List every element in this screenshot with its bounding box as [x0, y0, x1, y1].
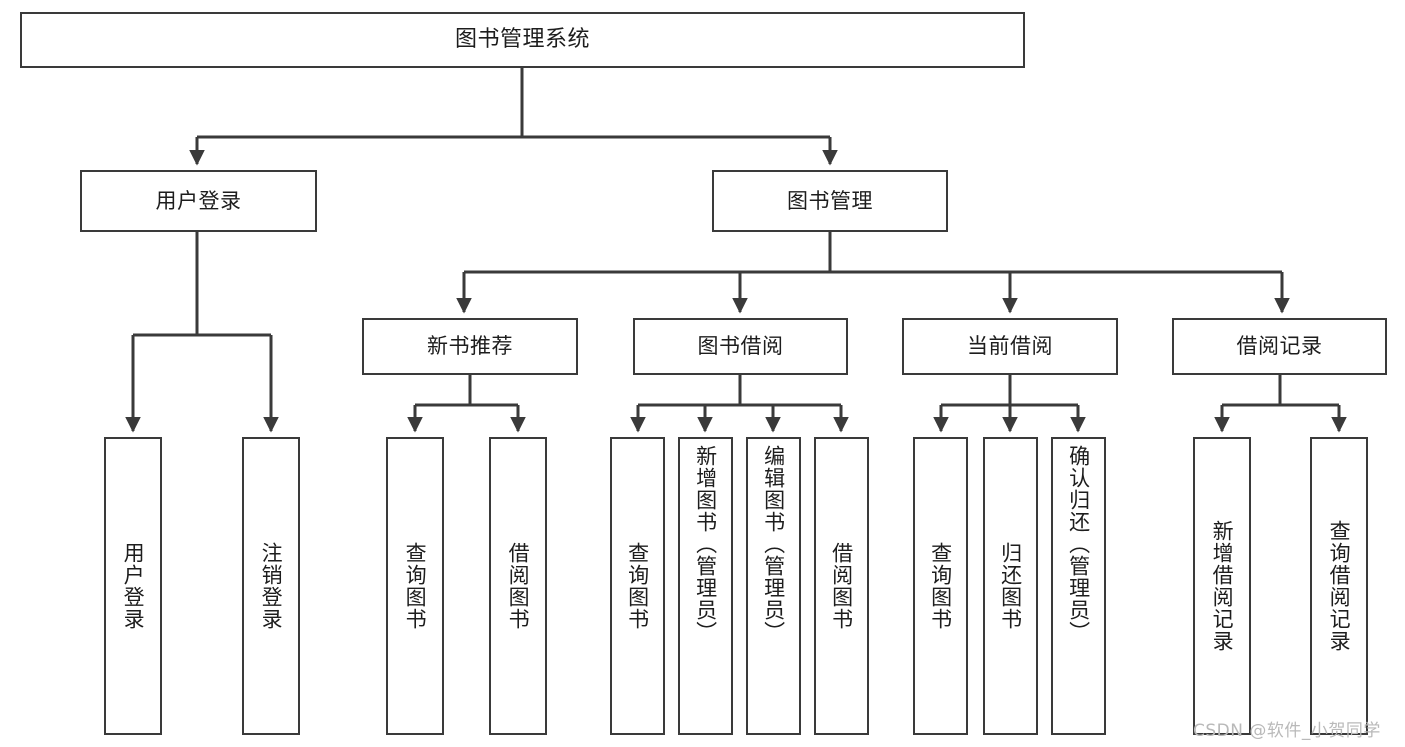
node-label: 借阅图书: [506, 542, 531, 630]
node-label: 注销登录: [259, 542, 284, 630]
node-label: 新书推荐: [427, 334, 513, 359]
node-leaf-confirm-return[interactable]: 确认归还（管理员）: [1051, 437, 1106, 735]
node-label: 图书管理系统: [454, 27, 590, 53]
node-new-book-recommend[interactable]: 新书推荐: [362, 318, 578, 375]
node-book-borrow[interactable]: 图书借阅: [633, 318, 848, 375]
node-user-login[interactable]: 用户登录: [80, 170, 317, 232]
node-leaf-query-book-3[interactable]: 查询图书: [913, 437, 968, 735]
node-current-borrow[interactable]: 当前借阅: [902, 318, 1118, 375]
node-label: 借阅图书: [829, 542, 854, 630]
node-label: 归还图书: [998, 542, 1023, 630]
node-label: 新增图书（管理员）: [693, 445, 718, 643]
node-book-manage[interactable]: 图书管理: [712, 170, 948, 232]
node-leaf-add-record[interactable]: 新增借阅记录: [1193, 437, 1251, 735]
node-leaf-borrow-book-2[interactable]: 借阅图书: [814, 437, 869, 735]
node-borrow-record[interactable]: 借阅记录: [1172, 318, 1387, 375]
node-leaf-return-book[interactable]: 归还图书: [983, 437, 1038, 735]
node-label: 查询借阅记录: [1327, 520, 1352, 652]
node-leaf-query-book-2[interactable]: 查询图书: [610, 437, 665, 735]
csdn-watermark: CSDN @软件_小贺同学: [1193, 721, 1381, 741]
node-label: 借阅记录: [1236, 334, 1323, 359]
node-label: 用户登录: [155, 188, 242, 213]
node-label: 当前借阅: [967, 334, 1053, 359]
node-label: 图书管理: [787, 188, 873, 213]
node-leaf-edit-book[interactable]: 编辑图书（管理员）: [746, 437, 801, 735]
node-leaf-borrow-book-1[interactable]: 借阅图书: [489, 437, 547, 735]
node-leaf-query-record[interactable]: 查询借阅记录: [1310, 437, 1368, 735]
node-leaf-add-book[interactable]: 新增图书（管理员）: [678, 437, 733, 735]
node-label: 查询图书: [625, 542, 650, 630]
node-label: 查询图书: [928, 542, 953, 630]
node-leaf-user-login[interactable]: 用户登录: [104, 437, 162, 735]
node-label: 编辑图书（管理员）: [761, 445, 786, 643]
node-label: 确认归还（管理员）: [1066, 445, 1091, 643]
node-root-book-management-system[interactable]: 图书管理系统: [20, 12, 1025, 68]
node-leaf-logout-login[interactable]: 注销登录: [242, 437, 300, 735]
node-label: 新增借阅记录: [1210, 520, 1235, 652]
node-leaf-query-book-1[interactable]: 查询图书: [386, 437, 444, 735]
node-label: 图书借阅: [697, 334, 784, 359]
node-label: 用户登录: [121, 542, 146, 630]
node-label: 查询图书: [403, 542, 428, 630]
